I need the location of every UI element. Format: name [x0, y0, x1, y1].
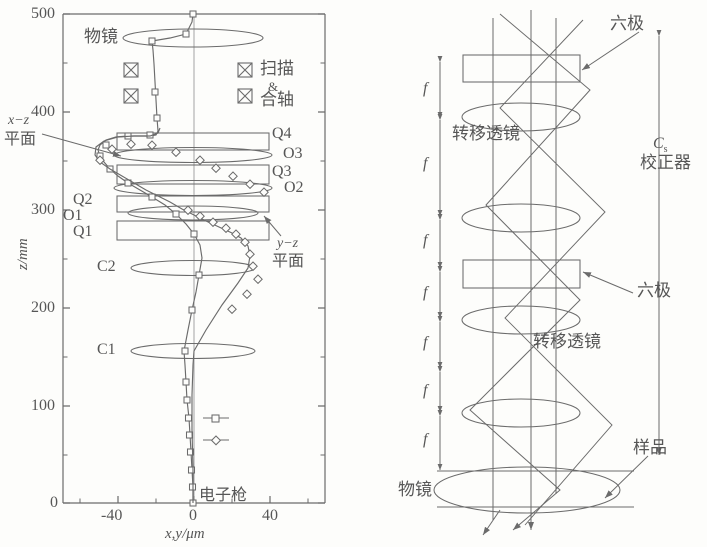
xz-plane-line1: x−z: [8, 113, 30, 128]
quadrupole-Q2: [116, 195, 270, 213]
deflector-label-align: 合轴: [260, 90, 294, 110]
lens-C2: [130, 259, 256, 277]
x-axis-minor-ticks: [79, 498, 309, 503]
x-tick-neg40: -40: [101, 507, 123, 524]
quadrupole-Q3: [116, 164, 270, 185]
focal-label-5: f: [423, 334, 428, 351]
focal-label-6: f: [423, 382, 428, 399]
xz-plane-line2: 平面: [4, 129, 37, 148]
label-Q3: Q3: [272, 163, 292, 180]
ray-crossing-b: [499, 19, 613, 526]
deflector-boxes: [123, 62, 253, 104]
cs-subscript: s: [663, 144, 668, 156]
legend-square: [211, 414, 220, 423]
specimen-leader: [604, 455, 649, 499]
exit-ray-left: [482, 509, 501, 536]
hexapole-upper-leader: [581, 31, 640, 71]
label-Q1: Q1: [73, 223, 93, 240]
label-transfer-lens-upper: 转移透镜: [452, 124, 520, 144]
y-tick-0: 0: [50, 494, 58, 511]
label-specimen: 样品: [633, 438, 667, 458]
deflector-label-amp: &: [268, 79, 279, 94]
focal-label-1: f: [423, 80, 428, 97]
label-hexapole-upper: 六极: [610, 14, 644, 34]
objective-lens-right: [433, 466, 621, 514]
y-tick-100: 100: [31, 397, 55, 414]
trajectory-yz: [94, 127, 251, 503]
focal-label-3: f: [423, 232, 428, 249]
label-objective-left: 物镜: [84, 27, 118, 47]
x-axis-label: x,y/μm: [165, 526, 205, 542]
yz-callout-leader: [263, 215, 282, 237]
label-objective-right: 物镜: [398, 480, 432, 500]
label-Q2: Q2: [73, 191, 93, 208]
label-C1: C1: [97, 341, 116, 358]
label-hexapole-lower: 六极: [637, 281, 671, 301]
x-tick-0: 0: [189, 507, 197, 524]
label-transfer-lens-lower: 转移透镜: [533, 332, 601, 352]
label-electron-gun: 电子枪: [199, 485, 248, 504]
yz-plane-line1: y−z: [277, 236, 299, 251]
label-Q4: Q4: [272, 125, 292, 142]
quadrupole-Q4: [116, 132, 270, 151]
y-tick-500: 500: [31, 5, 55, 22]
transfer-lens-1: [461, 102, 581, 132]
x-tick-40: 40: [262, 507, 278, 524]
deflector-label-scan: 扫描: [260, 59, 294, 79]
label-C2: C2: [97, 258, 116, 275]
yz-plane-line2: 平面: [272, 251, 305, 270]
transfer-lens-4: [461, 398, 581, 428]
focal-label-7: f: [423, 431, 428, 448]
y-tick-200: 200: [31, 299, 55, 316]
legend-diamond: [210, 435, 222, 446]
y-axis-minor-ticks: [63, 62, 325, 456]
quadrupole-Q1: [116, 220, 270, 241]
hexapole-upper: [462, 54, 581, 83]
label-O2: O2: [284, 179, 304, 196]
lens-C1: [130, 342, 256, 360]
y-tick-300: 300: [31, 201, 55, 218]
transfer-lens-2: [461, 203, 581, 233]
hexapole-lower-leader: [582, 271, 634, 294]
hexapole-lower: [462, 259, 581, 289]
label-O3: O3: [283, 145, 303, 162]
label-O1: O1: [63, 207, 83, 224]
trajectory-yz-markers: [95, 139, 269, 315]
transfer-lens-3: [461, 305, 581, 335]
focal-label-4: f: [423, 284, 428, 301]
y-axis-major-ticks: [63, 13, 325, 504]
label-cs-symbol: Cs: [653, 135, 668, 156]
xz-callout-leader: [41, 133, 122, 157]
lens-objective: [122, 28, 264, 48]
ray-crossing-a: [469, 13, 591, 531]
focal-label-2: f: [423, 155, 428, 172]
y-tick-400: 400: [31, 103, 55, 120]
label-cs-corrector: 校正器: [640, 153, 691, 173]
y-axis-label: z/mm: [15, 238, 31, 270]
lens-O1: [127, 205, 259, 221]
